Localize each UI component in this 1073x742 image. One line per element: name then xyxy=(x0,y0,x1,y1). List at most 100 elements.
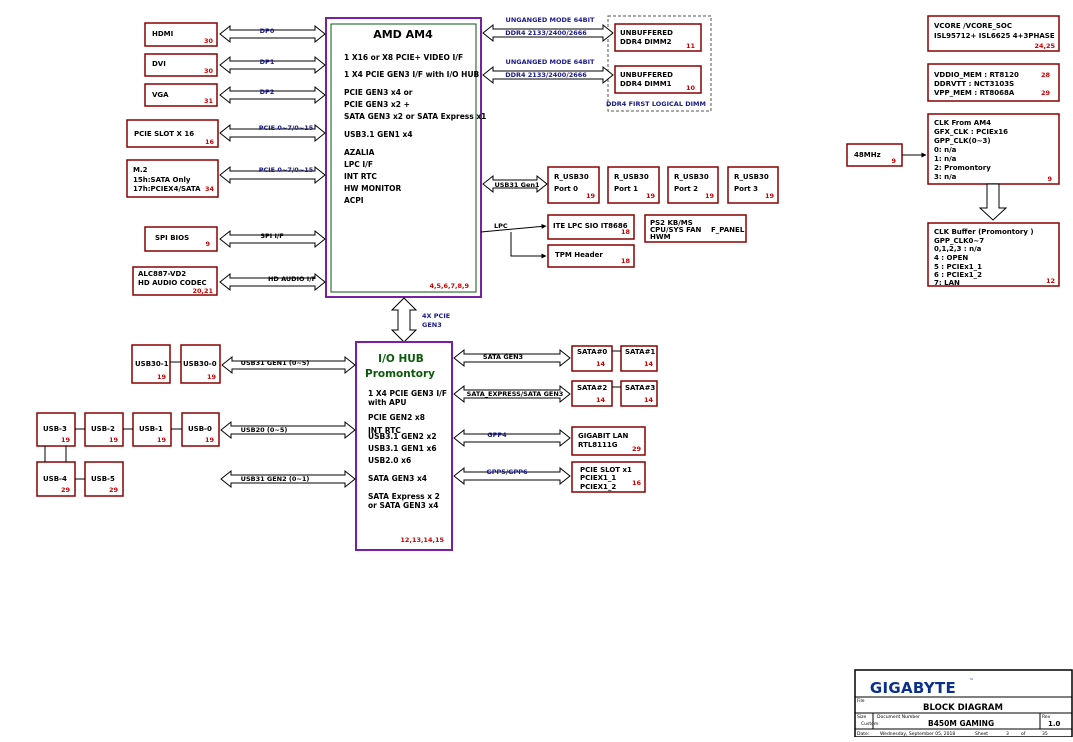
dimm1-page: 10 xyxy=(686,84,696,92)
cpu-feature: 1 X4 PCIE GEN3 I/F with I/O HUB xyxy=(344,70,480,79)
hub-feature: SATA GEN3 x4 xyxy=(368,474,427,483)
hub-feature: USB3.1 GEN1 x6 xyxy=(368,444,437,453)
pcie-slot-x16-label: PCIE SLOT X 16 xyxy=(134,130,194,138)
dimm2-line: UNBUFFERED xyxy=(620,29,673,37)
usb-1-label: USB-1 xyxy=(139,425,163,433)
clk-buffer-line: 7: LAN xyxy=(934,279,960,287)
tpm-page: 18 xyxy=(621,257,631,265)
cpu-clk-line: 1: n/a xyxy=(934,155,957,163)
sio-side-line: PS2 KB/MS xyxy=(650,219,693,227)
rev-label: Rev xyxy=(1042,714,1051,720)
hdmi-label: HDMI xyxy=(152,30,173,38)
size-label: Size xyxy=(857,714,866,720)
cpu-hub-link: 4X PCIE GEN3 xyxy=(390,297,450,343)
cpu-left-group: HDMI 30 DVI 30 VGA 31 PCIE SLOT X 16 16 … xyxy=(126,22,219,296)
mem-power-line: VDDIO_MEM : RT8120 xyxy=(934,71,1019,79)
pcie-x1-line: PCIE SLOT x1 xyxy=(580,466,632,474)
usb30-0-page: 19 xyxy=(207,373,217,381)
cpu-feature: AZALIA xyxy=(344,148,375,157)
hub-feature: SATA Express x 2 xyxy=(368,492,440,501)
hub-feature: PCIE GEN2 x8 xyxy=(368,413,425,422)
docnum-label: Document Number xyxy=(877,714,920,720)
dimm1-mode: UNGANGED MODE 64BIT xyxy=(506,58,595,66)
tpm-label: TPM Header xyxy=(555,251,603,259)
clk-buffer-line: GPP_CLK0~7 xyxy=(934,237,984,245)
usb30-0-label: USB30-0 xyxy=(183,360,217,368)
cpu-clk-page: 9 xyxy=(1047,175,1052,183)
pcie-slot-x16-page: 16 xyxy=(205,138,215,146)
logo-tm: ™ xyxy=(969,678,974,684)
link-usb31-gen1-hub: USB31 GEN1 (0~5) xyxy=(241,359,310,367)
cpu-clk-line: 2: Promontory xyxy=(934,164,991,172)
sio-label: ITE LPC SIO IT8686 xyxy=(553,222,628,230)
hub-feature: 1 X4 PCIE GEN3 I/F xyxy=(368,389,447,398)
link-sata-gen3: SATA GEN3 xyxy=(483,353,523,361)
cpu-title: AMD AM4 xyxy=(373,28,433,41)
spi-bios-page: 9 xyxy=(205,240,210,248)
m2-line: M.2 xyxy=(133,166,148,174)
usb-2-label: USB-2 xyxy=(91,425,115,433)
dimm-note: DDR4 FIRST LOGICAL DIMM xyxy=(606,100,706,108)
usb-4-page: 29 xyxy=(61,486,71,494)
spi-bios-label: SPI BIOS xyxy=(155,234,189,242)
rev-value: 1.0 xyxy=(1048,720,1061,728)
hub-title: Promontory xyxy=(365,368,435,380)
sheet-total: 35 xyxy=(1042,731,1048,737)
cpu-feature: HW MONITOR xyxy=(344,184,402,193)
lan-page: 29 xyxy=(632,445,642,453)
vga-page: 31 xyxy=(204,97,214,105)
sheet-title: BLOCK DIAGRAM xyxy=(923,703,1003,713)
lan-line: RTL8111G xyxy=(578,441,618,449)
vcore-page: 24,25 xyxy=(1034,42,1055,50)
sata3-page: 14 xyxy=(644,396,654,404)
cpu-feature: INT RTC xyxy=(344,172,377,181)
power-group: VCORE /VCORE_SOC ISL95712+ ISL6625 4+3PH… xyxy=(927,15,1060,102)
link-hd-audio: HD AUDIO I/F xyxy=(268,275,316,283)
cpu-feature: LPC I/F xyxy=(344,160,373,169)
usb-2-page: 19 xyxy=(109,436,119,444)
usb-5-label: USB-5 xyxy=(91,475,115,483)
cpu-clk-line: CLK From AM4 xyxy=(934,119,991,127)
cpu-feature: USB3.1 GEN1 x4 xyxy=(344,130,413,139)
link-sata-express: SATA_EXPRESS/SATA GEN3 xyxy=(467,390,564,398)
usb-0-label: USB-0 xyxy=(188,425,212,433)
clock-down-arrow xyxy=(978,183,1008,221)
dimm2-line: DDR4 DIMM2 xyxy=(620,38,672,46)
dimm2-mode: UNGANGED MODE 64BIT xyxy=(506,16,595,24)
lan-line: GIGABIT LAN xyxy=(578,432,629,440)
vga-label: VGA xyxy=(152,91,169,99)
clk-buffer-line: 0,1,2,3 : n/a xyxy=(934,245,982,253)
clk-buffer-line: 4 : OPEN xyxy=(934,254,968,262)
link-spi: SPI I/F xyxy=(260,232,283,240)
usb-1-page: 19 xyxy=(157,436,167,444)
dimm1-line: UNBUFFERED xyxy=(620,71,673,79)
date-label: Date: xyxy=(857,731,869,737)
m2-page: 34 xyxy=(205,185,215,193)
cpu-hub-link-line: 4X PCIE xyxy=(422,312,450,320)
link-gpp4: GPP4 xyxy=(487,431,507,439)
vcore-line: VCORE /VCORE_SOC xyxy=(934,22,1012,30)
size-value: Custom xyxy=(861,721,878,727)
f-panel-label: F_PANEL xyxy=(711,226,745,234)
cpu-feature: PCIE GEN3 x4 or xyxy=(344,88,413,97)
hub-right-group: SATA GEN3 SATA_EXPRESS/SATA GEN3 SATA#0 … xyxy=(453,345,658,493)
cpu-left-links xyxy=(219,24,326,292)
mem-power-page: 28 xyxy=(1041,71,1051,79)
r-usb30-page: 19 xyxy=(765,192,775,200)
dimm1-line: DDR4 DIMM1 xyxy=(620,80,672,88)
pcie-x1-line: PCIEX1_1 xyxy=(580,474,616,482)
r-usb30-port: Port 1 xyxy=(614,185,638,193)
company-logo: GIGABYTE xyxy=(870,679,956,697)
cpu-clk-line: GPP_CLK(0~3) xyxy=(934,137,991,145)
hub-feature: with APU xyxy=(368,398,406,407)
link-pcie-x16: PCIE 0~7/0~15 xyxy=(259,124,314,132)
sheet-label: Sheet xyxy=(975,731,988,737)
cpu-feature: PCIE GEN3 x2 + xyxy=(344,100,410,109)
usb-gen1-group: USB31 Gen1 R_USB30 Port 0 19 R_USB30 Por… xyxy=(482,166,779,204)
sata0-label: SATA#0 xyxy=(577,348,607,356)
r-usb30-name: R_USB30 xyxy=(734,173,769,181)
audio-codec-line: HD AUDIO CODEC xyxy=(138,279,207,287)
vcore-line: ISL95712+ ISL6625 4+3PHASE xyxy=(934,32,1055,40)
sata1-label: SATA#1 xyxy=(625,348,655,356)
hub-left-usb: USB30-1 19 USB30-0 19 USB31 GEN1 (0~5) U… xyxy=(36,344,356,497)
